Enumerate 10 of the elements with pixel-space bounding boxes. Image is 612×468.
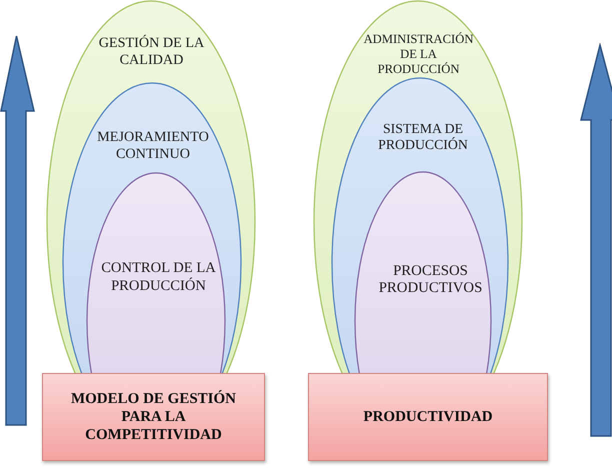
ellipse-label: CONTROL DE LA PRODUCCIÓN [101, 260, 216, 294]
base-block [308, 373, 548, 461]
ellipse-label: SISTEMA DE PRODUCCIÓN [378, 121, 468, 152]
block-label: MODELO DE GESTIÓN PARA LA COMPETITIVIDAD [70, 391, 236, 443]
base-block [42, 373, 265, 461]
ellipse-label: PROCESOS PRODUCTIVOS [378, 263, 482, 296]
ellipse-label: GESTIÓN DE LA CALIDAD [98, 35, 204, 68]
ellipse-label: ADMINISTRACIÓN DE LA PRODUCCIÓN [364, 32, 474, 76]
block-label: PRODUCTIVIDAD [363, 409, 493, 425]
ellipse-label: MEJORAMIENTO CONTINUO [97, 129, 209, 162]
